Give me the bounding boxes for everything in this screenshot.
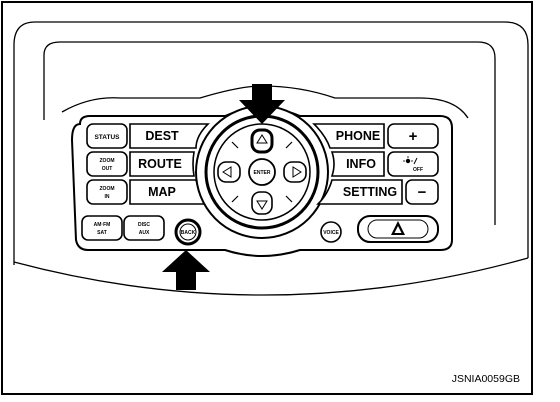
- left-arrow-icon: [222, 166, 232, 178]
- arrow-up-indicator-icon: [162, 250, 210, 290]
- dial-tick: [285, 141, 293, 149]
- volume-down-button[interactable]: [405, 179, 439, 205]
- dest-button[interactable]: [129, 123, 210, 149]
- figure-code: JSNIA0059GB: [452, 373, 520, 385]
- disc-label-1: DISC: [138, 222, 150, 228]
- info-label: INFO: [346, 157, 376, 171]
- hazard-triangle-inner: [394, 226, 402, 233]
- phone-button[interactable]: [312, 123, 385, 149]
- disc-label-2: AUX: [139, 230, 150, 236]
- center-dial: ENTER: [195, 105, 329, 239]
- am-fm-label-2: SAT: [97, 230, 107, 236]
- zoom-in-label-2: IN: [105, 194, 110, 200]
- voice-button[interactable]: [320, 221, 342, 243]
- info-button[interactable]: [330, 151, 385, 177]
- back-label: BACK: [181, 230, 196, 236]
- enter-label: ENTER: [254, 170, 271, 176]
- outer-frame: [1, 1, 533, 395]
- map-label: MAP: [148, 185, 176, 199]
- setting-label: SETTING: [343, 185, 397, 199]
- status-button[interactable]: [86, 123, 128, 149]
- volume-up-button[interactable]: [387, 123, 439, 149]
- bezel-lower-curve: [13, 257, 529, 296]
- route-button[interactable]: [129, 151, 195, 177]
- dest-label: DEST: [145, 129, 179, 143]
- disc-aux-button[interactable]: [123, 215, 165, 241]
- zoom-in-label-1: ZOOM: [100, 186, 115, 192]
- status-label: STATUS: [94, 134, 120, 141]
- zoom-out-label-2: OUT: [102, 166, 113, 172]
- minus-label: −: [418, 184, 427, 201]
- dial-tick: [231, 195, 239, 203]
- route-label: ROUTE: [138, 157, 182, 171]
- brightness-off-button[interactable]: [387, 151, 439, 177]
- arrow-down-indicator-icon: [239, 84, 285, 124]
- am-fm-sat-button[interactable]: [81, 215, 123, 241]
- zoom-out-button[interactable]: [86, 151, 128, 177]
- right-key-group: PHONE + INFO OFF SETTING − VOICE: [312, 123, 439, 243]
- dial-tick: [231, 141, 239, 149]
- plus-label: +: [409, 128, 418, 145]
- phone-label: PHONE: [336, 129, 380, 143]
- zoom-out-label-1: ZOOM: [100, 158, 115, 164]
- back-button[interactable]: [179, 223, 197, 241]
- bezel-inner-line: [43, 41, 496, 225]
- dial-tick: [285, 195, 293, 203]
- off-label: OFF: [413, 167, 423, 173]
- left-key-group: STATUS DEST ZOOM OUT ROUTE ZOOM IN MAP A…: [81, 123, 215, 246]
- brightness-icon: [403, 156, 418, 165]
- voice-label: VOICE: [323, 230, 339, 236]
- down-arrow-icon: [256, 200, 268, 210]
- right-arrow-icon: [292, 166, 302, 178]
- up-arrow-icon: [256, 134, 268, 144]
- am-fm-label-1: AM·FM: [94, 222, 111, 228]
- setting-button[interactable]: [316, 179, 403, 205]
- bezel-outline: [13, 21, 529, 265]
- zoom-in-button[interactable]: [86, 179, 128, 205]
- enter-button[interactable]: [248, 158, 276, 186]
